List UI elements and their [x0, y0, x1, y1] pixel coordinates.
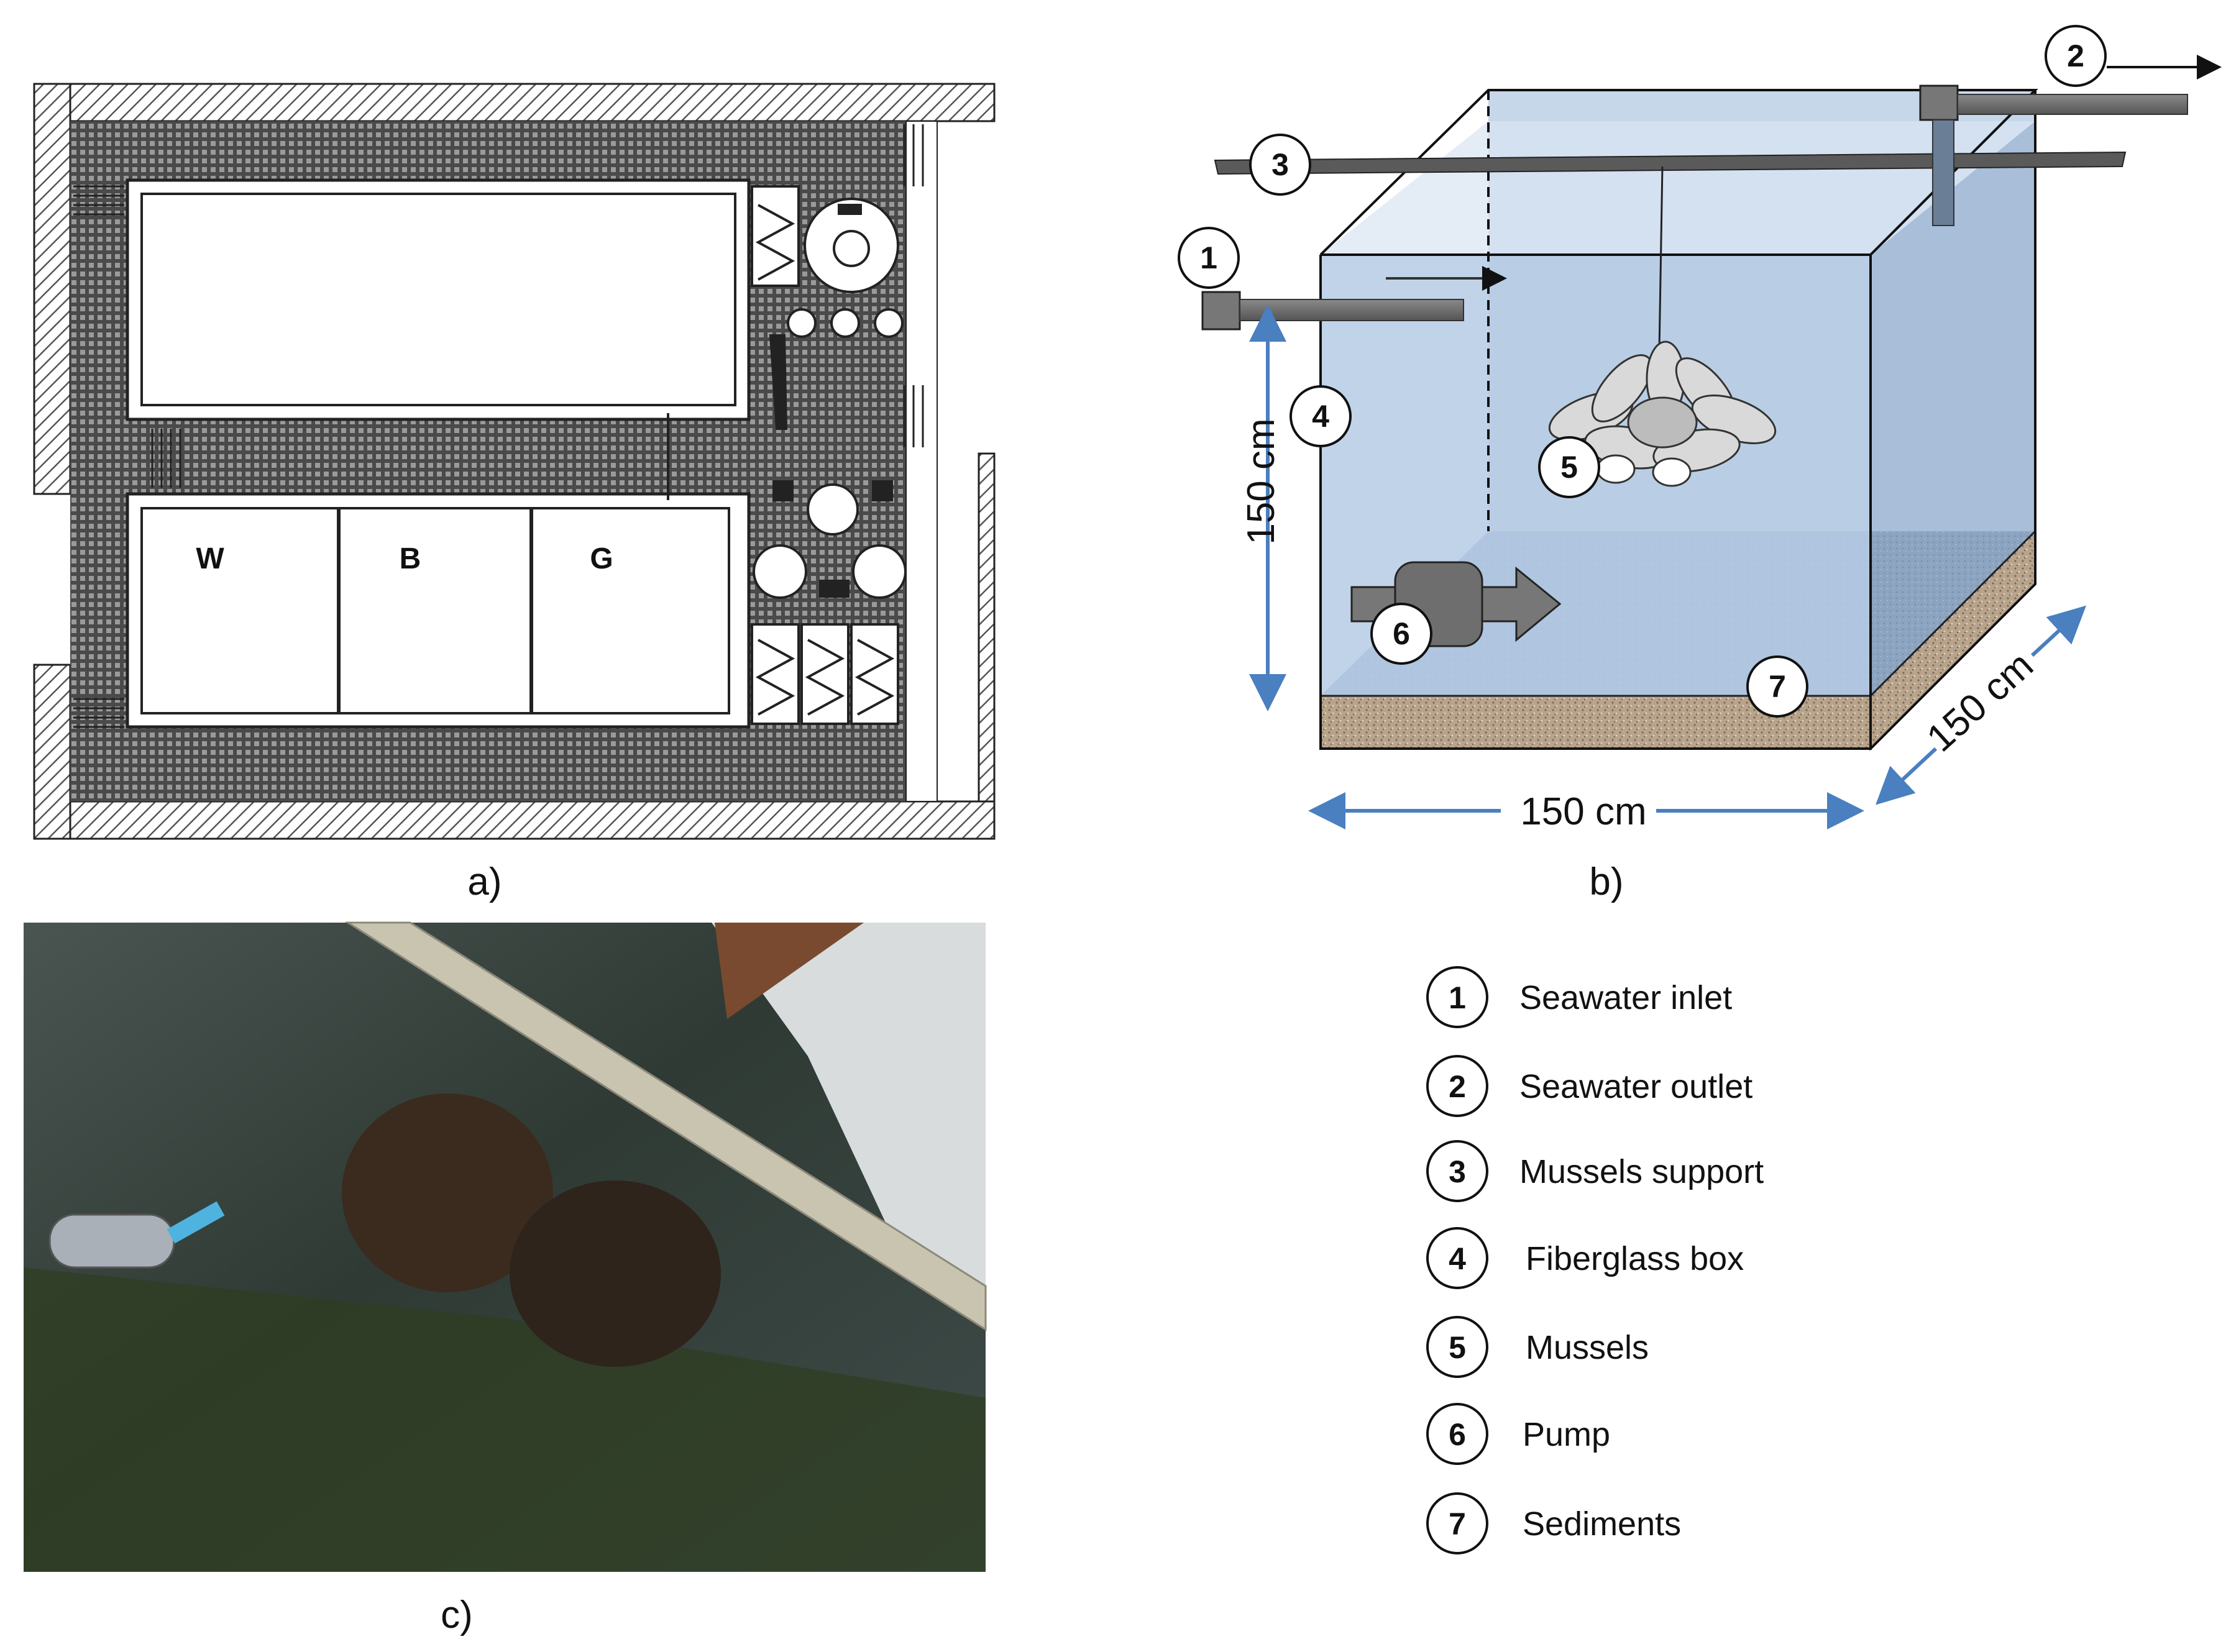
photo-water-bottom: [24, 1267, 986, 1572]
depth-dimension-arrow-high: [2030, 605, 2087, 657]
plan-door-marks: [73, 124, 924, 728]
mussels-cluster: [1548, 340, 1777, 487]
photo-panel: c): [24, 921, 987, 1636]
plan-wall-right: [978, 452, 996, 803]
legend-number-circle: [1426, 966, 1488, 1028]
legend-label: Seawater outlet: [1519, 1068, 1752, 1105]
legend-label: Fiberglass box: [1526, 1240, 1744, 1277]
legend-item: 7 Sediments: [1426, 1492, 1681, 1554]
plan-wall-left-upper: [33, 83, 71, 495]
marker-2-number: 2: [2067, 39, 2084, 73]
plan-wall-bottom: [33, 800, 996, 840]
floor-plan-panel: W B G: [33, 83, 996, 903]
marker-6: [1370, 603, 1432, 665]
legend-item: 2 Seawater outlet: [1426, 1055, 1752, 1117]
diagram-markers: 1 2 3 4 5 6 7: [1178, 25, 2107, 718]
tank-diagram-panel: 150 cm 150 cm 150 cm 1 2 3 4 5 6 7 b): [1178, 25, 2222, 903]
marker-7-number: 7: [1769, 669, 1786, 704]
legend-item: 4 Fiberglass box: [1426, 1227, 1744, 1289]
marker-5: [1538, 436, 1600, 498]
legend-number-circle: [1426, 1227, 1488, 1289]
legend-item: 3 Mussels support: [1426, 1140, 1764, 1202]
legend-number: 2: [1449, 1069, 1466, 1104]
legend-number-circle: [1426, 1316, 1488, 1378]
legend-number: 3: [1449, 1154, 1466, 1189]
caption-a: a): [467, 860, 502, 903]
caption-c: c): [441, 1594, 473, 1636]
marker-6-number: 6: [1393, 616, 1410, 651]
width-dimension-label: 150 cm: [1520, 790, 1646, 833]
legend-number: 5: [1449, 1330, 1466, 1365]
plan-corridor: [905, 121, 938, 802]
marker-2: [2045, 25, 2107, 87]
filter-units: [751, 185, 899, 725]
inlet-pipe: [1239, 299, 1464, 321]
tank-label-b: B: [400, 542, 421, 575]
legend-number: 7: [1449, 1507, 1466, 1541]
legend-item: 5 Mussels: [1426, 1316, 1649, 1378]
legend-label: Sediments: [1523, 1505, 1681, 1543]
legend-item: 6 Pump: [1426, 1403, 1610, 1465]
inlet-fitting: [1201, 291, 1241, 331]
legend-number-circle: [1426, 1140, 1488, 1202]
photo-wall-light: [712, 923, 986, 1317]
marker-7: [1746, 655, 1808, 718]
marker-4-number: 4: [1312, 399, 1329, 434]
marker-1-number: 1: [1200, 240, 1217, 275]
legend-number: 4: [1449, 1241, 1466, 1276]
mussels-rope: [1658, 166, 1664, 352]
upper-tank-inner: [140, 193, 736, 406]
marker-1: [1178, 227, 1240, 289]
legend-label: Seawater inlet: [1519, 979, 1732, 1016]
legend-number: 1: [1449, 980, 1466, 1015]
outlet-pipe: [1957, 94, 2188, 115]
photo-mussel-cluster-2: [510, 1180, 721, 1367]
plan-wall-left-lower: [33, 664, 71, 840]
photo-wood-edge: [715, 923, 864, 1019]
photo-pump: [48, 1213, 175, 1269]
outlet-fitting: [1919, 84, 1959, 121]
tank-label-w: W: [196, 542, 224, 575]
photo-support-pole: [344, 921, 987, 1331]
legend-label: Mussels: [1526, 1329, 1649, 1366]
legend-label: Mussels support: [1519, 1153, 1764, 1190]
mussels-support-bar: [1214, 151, 2127, 175]
legend-label: Pump: [1523, 1416, 1610, 1453]
legend-item: 1 Seawater inlet: [1426, 966, 1732, 1028]
pump-units: [753, 198, 907, 599]
plan-wall-top: [33, 83, 996, 122]
photo-blue-hose: [167, 1201, 225, 1244]
legend-number-circle: [1426, 1055, 1488, 1117]
caption-b: b): [1589, 860, 1623, 903]
legend-number-circle: [1426, 1403, 1488, 1465]
photo-mussel-cluster-1: [342, 1093, 553, 1292]
marker-4: [1290, 385, 1352, 447]
marker-3: [1249, 134, 1311, 196]
legend-number: 6: [1449, 1417, 1466, 1452]
legend: 1 Seawater inlet 2 Seawater outlet 3 Mus…: [1426, 966, 1764, 1554]
marker-5-number: 5: [1560, 450, 1578, 485]
lower-tank-inner: [140, 507, 730, 714]
marker-3-number: 3: [1271, 147, 1289, 182]
depth-dimension-arrow-low: [1876, 747, 1938, 805]
legend-number-circle: [1426, 1492, 1488, 1554]
height-dimension-label: 150 cm: [1240, 418, 1283, 544]
tank-label-g: G: [590, 542, 613, 575]
outlet-standpipe: [1932, 119, 1954, 226]
